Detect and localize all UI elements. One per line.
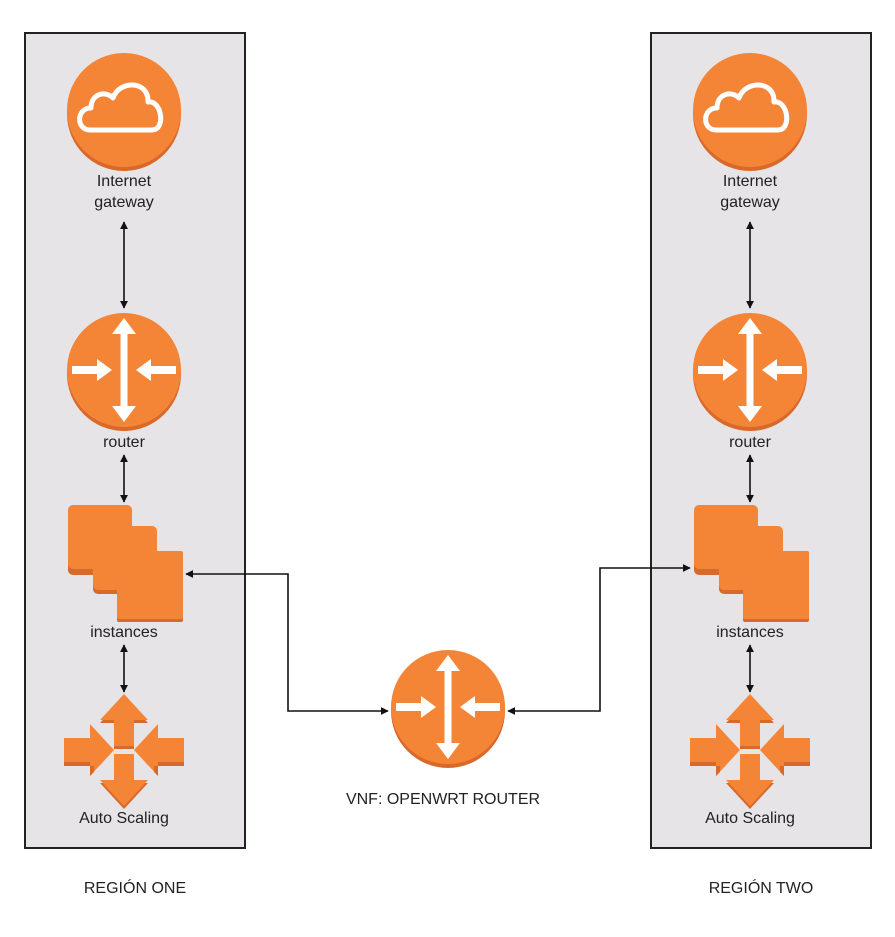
router-icon [67,313,181,431]
vnf-label: VNF: OPENWRT ROUTER [346,791,540,808]
region-one: Internet gateway router instances Auto S… [24,32,246,849]
region-two-label: REGIÓN TWO [709,878,814,897]
gateway-label-line2: gateway [94,194,154,211]
gateway-label-line1: Internet [97,173,152,190]
gateway-label-line2: gateway [720,194,780,211]
auto-scaling-label: Auto Scaling [705,810,795,827]
router-icon [693,313,807,431]
router-label: router [103,434,145,451]
cloud-icon [693,53,807,171]
region-one-label: REGIÓN ONE [84,878,186,897]
connector-region-one-instances-vnf [185,570,389,715]
instances-label: instances [716,624,784,641]
region-two: Internet gateway router instances Auto S… [650,32,872,849]
router-label: router [729,434,771,451]
cloud-icon [67,53,181,171]
instances-label: instances [90,624,158,641]
gateway-label-line1: Internet [723,173,778,190]
connector-vnf-region-two-instances [507,564,691,715]
auto-scaling-label: Auto Scaling [79,810,169,827]
router-icon [391,650,505,768]
vnf-router: VNF: OPENWRT ROUTER [346,650,540,808]
